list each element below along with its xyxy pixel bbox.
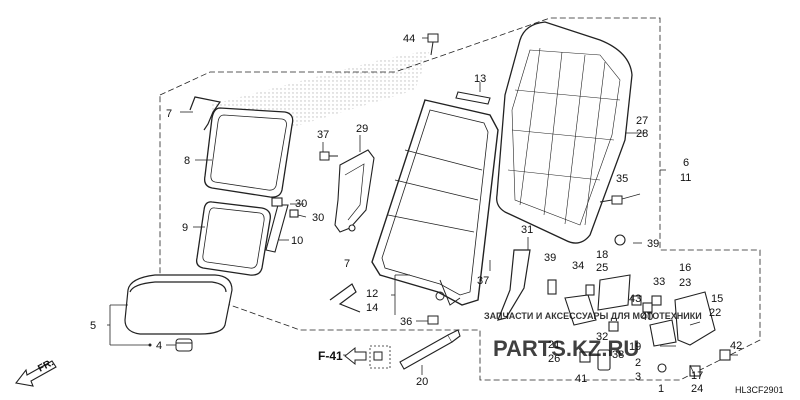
reference-label: F-41 [318,349,343,363]
seat-cushion [124,274,233,335]
hinge-assembly [547,234,731,377]
callout-44: 44 [403,33,415,45]
callout-8: 8 [184,155,190,167]
front-direction: FR. [15,357,57,387]
callout-5: 5 [90,320,96,332]
bolt-44 [427,33,439,56]
gas-strut [399,329,461,370]
callout-31: 31 [521,224,533,236]
callout-38: 38 [612,349,624,361]
watermark-subtitle: ЗАПЧАСТИ И АКСЕССУАРЫ ДЛЯ МОТОТЕХНИКИ [484,311,702,321]
callout-37-upper: 37 [317,129,329,141]
leader-lines [107,37,738,377]
bar-13 [455,91,491,105]
callout-15: 15 [711,293,723,305]
callout-32: 32 [596,331,608,343]
callout-25: 25 [596,262,608,274]
seat-frame [371,99,499,306]
backrest-shell [496,21,633,244]
callout-18: 18 [596,249,608,261]
callout-39-left: 39 [544,252,556,264]
ref-f41: F-41 [318,345,391,369]
leader-nodes [148,343,152,347]
callout-41: 41 [575,373,587,385]
callout-27: 27 [636,115,648,127]
callout-37-lower: 37 [477,275,489,287]
assembly-boundary [159,17,761,381]
bolt-37-upper [319,151,338,161]
callout-14: 14 [366,302,378,314]
callout-12: 12 [366,288,378,300]
callout-34: 34 [572,260,584,272]
callout-26: 26 [548,353,560,365]
callout-30-lower: 30 [312,212,324,224]
callout-28: 28 [636,128,648,140]
callout-13: 13 [474,73,486,85]
lower-panel [195,201,271,276]
callout-1: 1 [658,383,664,395]
callout-6: 6 [683,157,689,169]
callout-43: 43 [629,293,641,305]
callout-17: 17 [691,370,703,382]
callout-7-lower: 7 [344,258,350,270]
watermark: PARTS.KZ.RU ЗАПЧАСТИ И АКСЕССУАРЫ ДЛЯ МО… [484,311,702,361]
bolt-36 [427,315,439,325]
callouts: 44 13 7 8 9 37 29 30 30 10 27 28 6 11 35… [90,33,742,395]
callout-30-upper: 30 [295,198,307,210]
grommet [175,338,193,352]
callout-10: 10 [291,235,303,247]
callout-2: 2 [635,357,641,369]
bracket-10 [265,197,299,253]
callout-39-right: 39 [647,238,659,250]
trim-panel [204,107,294,198]
callout-29: 29 [356,123,368,135]
bolt-35 [599,195,623,205]
hinge-cover [334,149,375,233]
callout-7-upper: 7 [166,108,172,120]
callout-21: 21 [548,339,560,351]
callout-4: 4 [156,340,162,352]
callout-23: 23 [679,277,691,289]
front-arrow-icon [15,360,57,387]
callout-9: 9 [182,222,188,234]
callout-11: 11 [680,172,691,184]
bracket-31 [497,249,531,321]
watermark-title: PARTS.KZ.RU [493,336,639,361]
callout-3: 3 [635,371,641,383]
callout-33: 33 [653,276,665,288]
front-label: FR. [36,357,56,374]
reference-arrow-icon [344,346,367,366]
callout-36: 36 [400,316,412,328]
clip-upper [189,96,222,131]
callout-19: 19 [629,341,641,353]
callout-40: 40 [641,311,653,323]
callout-20: 20 [416,376,428,388]
callout-22: 22 [709,307,721,319]
callout-35: 35 [616,173,628,185]
diagram-code: HL3CF2901 [735,385,784,395]
callout-16: 16 [679,262,691,274]
callout-42: 42 [730,340,742,352]
callout-24: 24 [691,383,703,395]
clip-lower [329,283,361,313]
